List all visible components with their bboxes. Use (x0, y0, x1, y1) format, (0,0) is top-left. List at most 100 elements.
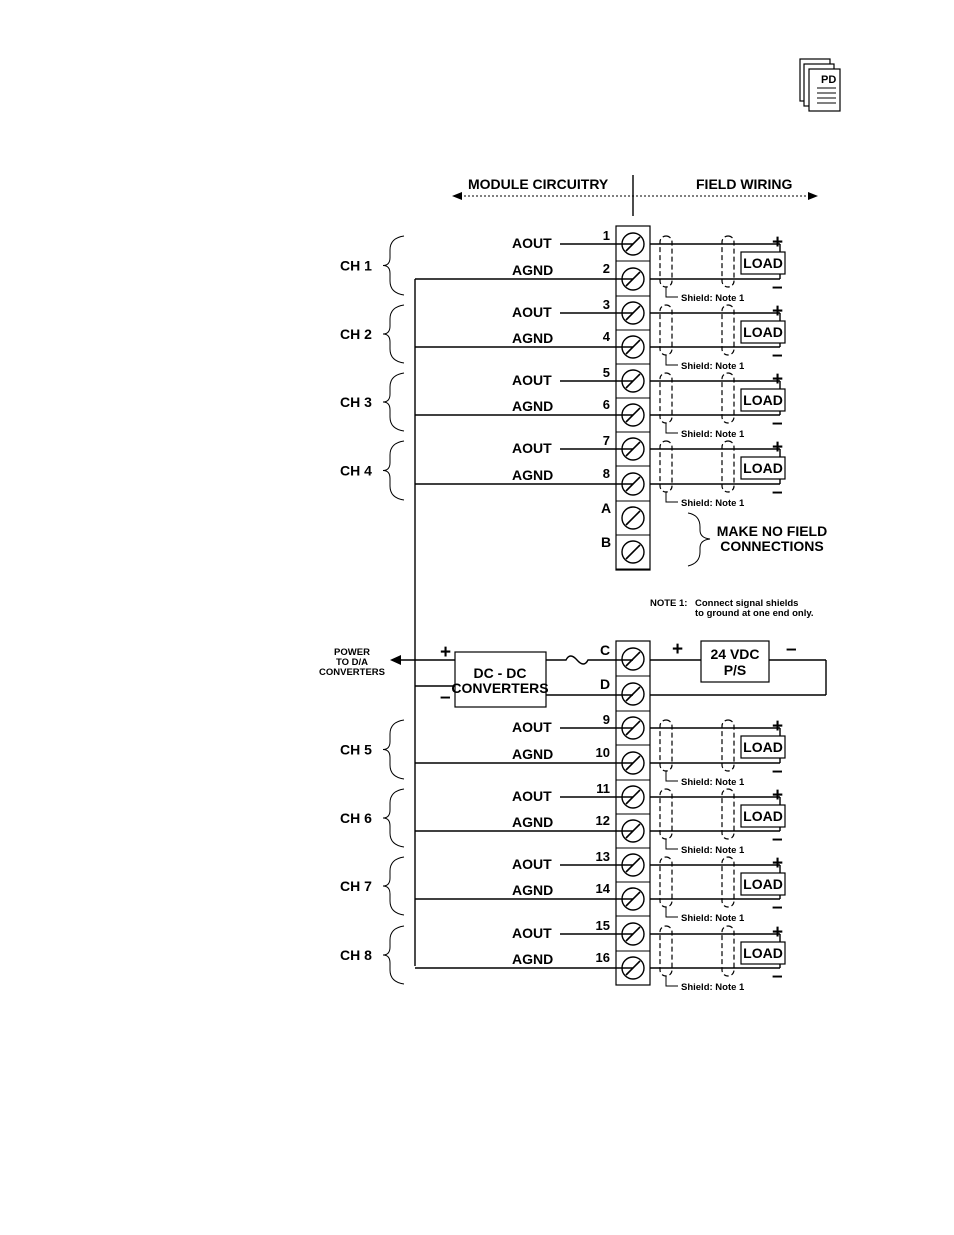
channel-label: CH 4 (340, 463, 372, 479)
channel-brace (382, 856, 405, 916)
screw-slot (625, 544, 641, 560)
note-label: NOTE 1: (650, 598, 687, 609)
load-label: LOAD (743, 739, 783, 755)
terminal-b-label: B (601, 534, 611, 550)
aout-label: AOUT (512, 719, 552, 735)
shield-far (721, 925, 735, 977)
shield-note: Shield: Note 1 (681, 845, 745, 856)
aout-terminal-number: 15 (596, 918, 610, 933)
aout-label: AOUT (512, 440, 552, 456)
dc-dc-converter-box (454, 651, 547, 708)
shield-far (721, 719, 735, 772)
load-minus: – (772, 829, 783, 850)
supply-minus: – (786, 639, 797, 660)
aout-label: AOUT (512, 235, 552, 251)
power-section: POWER TO D/A CONVERTERS DC - DC CONVERTE… (319, 639, 827, 708)
load-box (740, 320, 786, 344)
shield-far (721, 304, 735, 356)
channel-brace (382, 925, 405, 985)
arrow-right-icon (808, 192, 818, 200)
shield-note: Shield: Note 1 (681, 982, 745, 993)
shield-note: Shield: Note 1 (681, 777, 745, 788)
aout-terminal-number: 1 (603, 228, 610, 243)
shield-note: Shield: Note 1 (681, 429, 745, 440)
load-minus: – (772, 482, 783, 503)
load-plus: + (772, 369, 783, 390)
shield-drain (665, 976, 678, 987)
aout-label: AOUT (512, 372, 552, 388)
load-minus: – (772, 897, 783, 918)
aout-terminal-number: 13 (596, 849, 610, 864)
agnd-label: AGND (512, 467, 553, 483)
pdf-document-icon[interactable]: PD (799, 58, 841, 112)
load-minus: – (772, 413, 783, 434)
channel-brace (382, 440, 405, 501)
channel-label: CH 5 (340, 742, 372, 758)
unused-terminals: A B MAKE NO FIELD CONNECTIONS (601, 500, 827, 567)
agnd-label: AGND (512, 951, 553, 967)
channel-brace (382, 719, 405, 780)
shield-note: Shield: Note 1 (681, 913, 745, 924)
note-text-line-2: to ground at one end only. (695, 608, 814, 619)
shield-drain (665, 355, 678, 366)
supply-plus: + (672, 639, 683, 660)
power-out-line-2: TO D/A (336, 657, 368, 668)
channel-brace (382, 372, 405, 432)
converter-minus: – (440, 687, 451, 708)
shield-note: Shield: Note 1 (681, 361, 745, 372)
terminal-c-label: C (600, 642, 610, 658)
agnd-label: AGND (512, 814, 553, 830)
shield-drain (665, 907, 678, 918)
load-minus: – (772, 966, 783, 987)
load-minus: – (772, 277, 783, 298)
screw-slot (625, 510, 641, 526)
channel-label: CH 1 (340, 258, 372, 274)
shield-drain (665, 839, 678, 850)
shield-far (721, 788, 735, 840)
no-connect-line-2: CONNECTIONS (720, 538, 823, 554)
power-supply-box (700, 640, 770, 683)
channel-label: CH 2 (340, 326, 372, 342)
aout-terminal-number: 7 (603, 433, 610, 448)
load-minus: – (772, 761, 783, 782)
aout-terminal-number: 3 (603, 297, 610, 312)
load-plus: + (772, 785, 783, 806)
shield-far (721, 372, 735, 424)
aout-label: AOUT (512, 304, 552, 320)
screw-slot (625, 651, 641, 667)
module-circuitry-label: MODULE CIRCUITRY (468, 176, 609, 192)
field-wiring-label: FIELD WIRING (696, 176, 793, 192)
power-out-line-3: CONVERTERS (319, 667, 385, 678)
shield-drain (665, 492, 678, 503)
fuse-line (546, 655, 633, 665)
load-label: LOAD (743, 255, 783, 271)
no-connect-line-1: MAKE NO FIELD (717, 523, 827, 539)
shield-note: Shield: Note 1 (681, 498, 745, 509)
terminal-a-label: A (601, 500, 611, 516)
arrow-left-icon (452, 192, 462, 200)
load-label: LOAD (743, 324, 783, 340)
supply-line-1: 24 VDC (710, 646, 759, 662)
aout-terminal-number: 9 (603, 712, 610, 727)
converter-plus: + (440, 642, 451, 663)
aout-terminal-number: 11 (596, 781, 610, 796)
shield-far (721, 440, 735, 493)
load-label: LOAD (743, 945, 783, 961)
agnd-terminal-number: 12 (596, 813, 610, 828)
agnd-terminal-number: 8 (603, 466, 610, 481)
supply-line-2: P/S (724, 662, 747, 678)
channel-brace (382, 788, 405, 848)
converter-line-1: DC - DC (474, 665, 527, 681)
agnd-terminal-number: 10 (596, 745, 610, 760)
load-box (740, 735, 786, 759)
load-plus: + (772, 716, 783, 737)
shield-far (721, 856, 735, 908)
load-label: LOAD (743, 808, 783, 824)
agnd-label: AGND (512, 262, 553, 278)
agnd-terminal-number: 14 (596, 881, 611, 896)
agnd-label: AGND (512, 398, 553, 414)
shield-drain (665, 287, 678, 298)
